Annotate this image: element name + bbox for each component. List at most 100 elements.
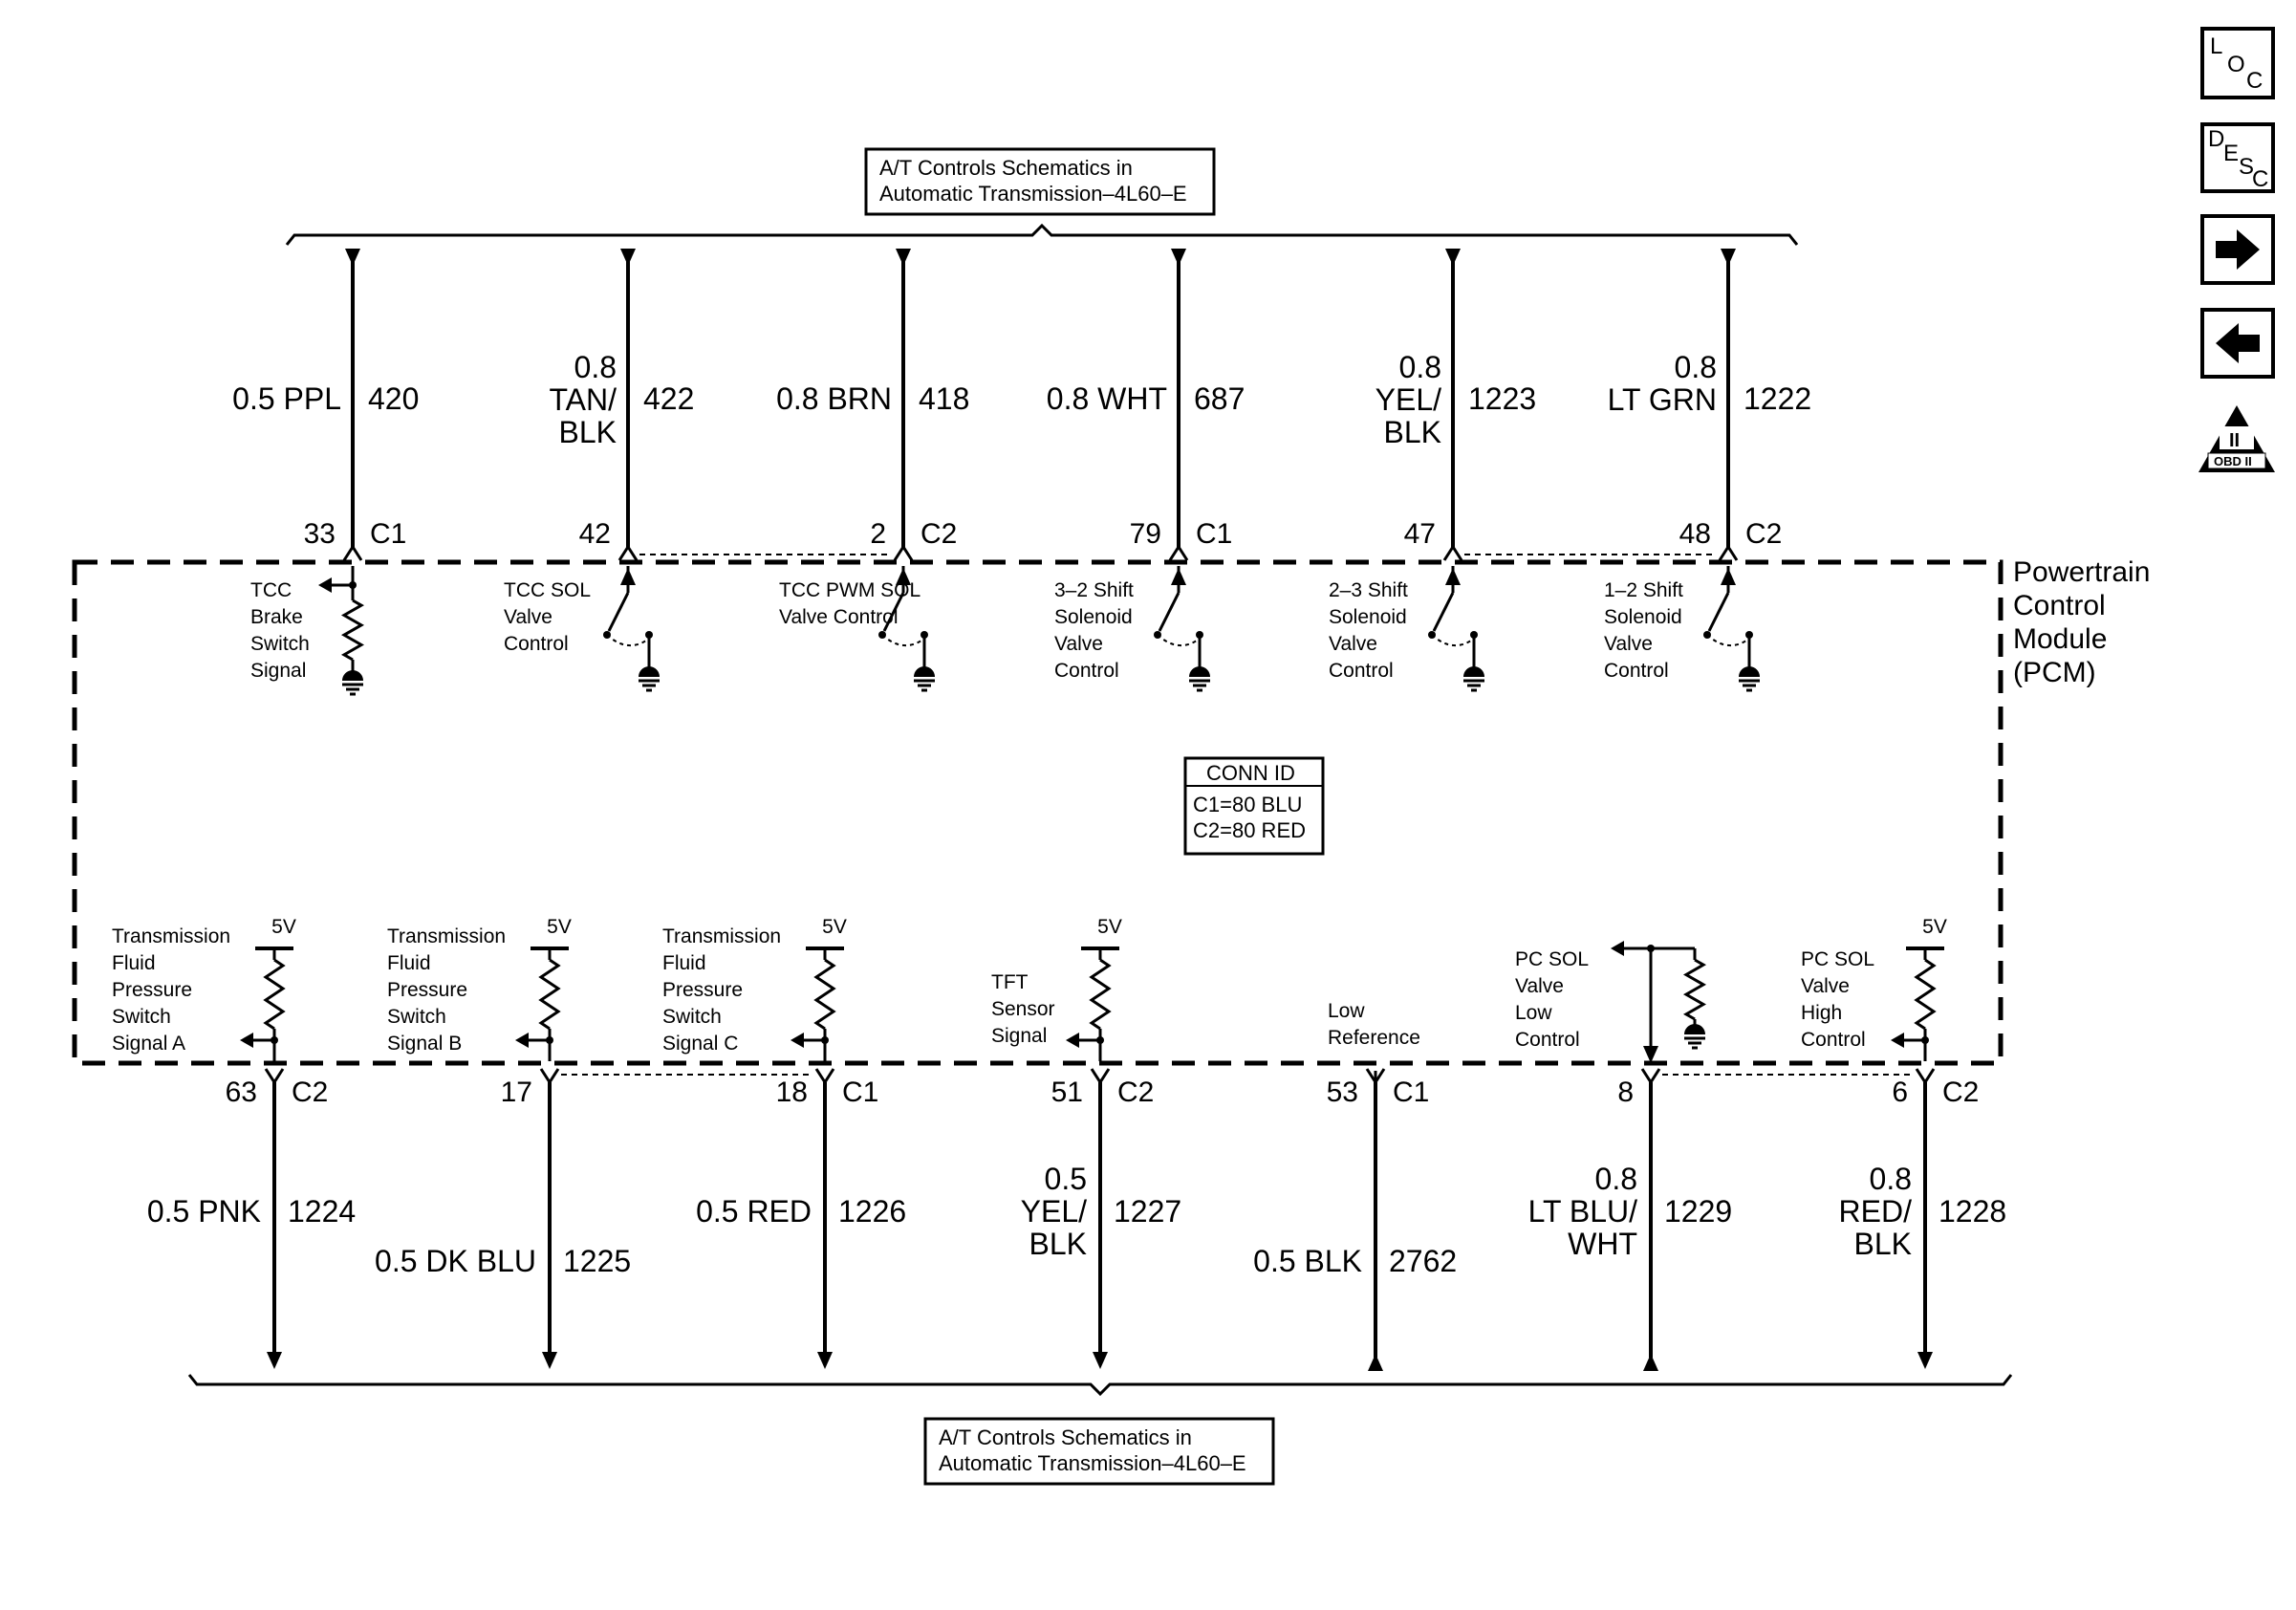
bottom-reference-line-1: A/T Controls Schematics in [939, 1425, 1192, 1449]
top-circuit-420-connector-id: C1 [370, 518, 406, 550]
top-circuit-422-component-label-0: TCC SOL [504, 579, 591, 601]
top-bus-brace [285, 223, 1799, 246]
top-reference-line-1: A/T Controls Schematics in [879, 156, 1133, 180]
top-circuit-1222-wire-color-1: LT GRN [1608, 382, 1717, 417]
top-circuit-420-component-label-0: TCC [250, 579, 292, 601]
bottom-circuit-1225-circuit-number: 1225 [563, 1244, 631, 1278]
bottom-circuit-1226-connector-pin [814, 1068, 835, 1085]
bottom-circuit-1228-wire-color-0: 0.8 [1870, 1162, 1912, 1196]
top-circuit-420-pin-number: 33 [304, 518, 336, 550]
bottom-circuit-1226-component-label-3: Switch [662, 1006, 722, 1028]
top-circuit-687-switch-blade [1158, 592, 1180, 632]
top-circuit-687-component-label-2: Valve [1054, 633, 1103, 655]
bottom-circuit-1224-component-label-4: Signal A [112, 1033, 185, 1055]
bottom-circuit-1229-wire-color-2: WHT [1568, 1227, 1637, 1261]
top-circuit-420-junction [349, 581, 357, 589]
bottom-circuit-1228-component-label-1: Valve [1801, 975, 1850, 997]
bottom-circuit-1227-component-label-2: Signal [991, 1025, 1047, 1047]
top-circuit-418-current-arrow [896, 568, 911, 585]
bottom-circuit-1226-component-label-1: Fluid [662, 952, 706, 974]
conn-id-title: CONN ID [1206, 761, 1295, 785]
top-circuit-687-ground-dome [1189, 666, 1210, 677]
bottom-circuit-1226-component-label-4: Signal C [662, 1033, 738, 1055]
bottom-circuit-2762-connector-id: C1 [1393, 1077, 1429, 1108]
top-schematic-reference-box[interactable]: A/T Controls Schematics in Automatic Tra… [864, 147, 1216, 216]
bottom-circuit-1227-supply-label: 5V [1097, 916, 1122, 938]
bottom-circuit-2762-circuit-number: 2762 [1389, 1244, 1457, 1278]
top-circuit-1223-component-label-0: 2–3 Shift [1329, 579, 1408, 601]
module-label-line-4: (PCM) [2013, 657, 2096, 688]
top-circuit-687-connector-pin [1168, 544, 1189, 561]
bottom-circuit-2762-wire-color-0: 0.5 BLK [1253, 1244, 1362, 1278]
obd-ii-button[interactable]: II OBD II [2199, 405, 2275, 472]
bottom-circuit-1227-wire-color-2: BLK [1029, 1227, 1087, 1261]
bottom-circuit-1224-connector-pin [264, 1068, 285, 1085]
bottom-circuit-1229-signal-arrow [1611, 941, 1624, 956]
bottom-circuit-1226-component-label-2: Pressure [662, 979, 743, 1001]
top-circuit-418-switch-link [881, 634, 925, 646]
top-circuit-418-component-label-1: Valve Control [779, 606, 899, 628]
top-circuit-418-ground-dome [914, 666, 935, 677]
next-button[interactable] [2200, 214, 2275, 285]
bottom-schematic-reference-box[interactable]: A/T Controls Schematics in Automatic Tra… [923, 1417, 1275, 1486]
top-circuit-1223-wire-color-0: 0.8 [1399, 350, 1441, 384]
location-button[interactable]: L O C [2200, 27, 2275, 99]
bottom-circuit-1229-component-label-2: Low [1515, 1002, 1552, 1024]
bottom-circuit-1226-wire-color-0: 0.5 RED [696, 1194, 812, 1229]
bottom-circuit-1229-component-label-1: Valve [1515, 975, 1564, 997]
bottom-circuit-1228-pullup-resistor [1914, 958, 1937, 1031]
bottom-circuit-1226-pin-number: 18 [776, 1077, 808, 1108]
top-circuit-1223-pin-number: 47 [1404, 518, 1436, 550]
bottom-circuit-1228-circuit-number: 1228 [1939, 1194, 2006, 1229]
top-circuit-1222-wire-color-0: 0.8 [1675, 350, 1717, 384]
top-circuit-422-pin-number: 42 [579, 518, 611, 550]
bottom-circuit-1229-circuit-number: 1229 [1664, 1194, 1732, 1229]
bottom-circuit-1228-bottom-arrow [1917, 1352, 1933, 1369]
bottom-circuit-1224-signal-arrow [240, 1033, 253, 1048]
bottom-circuit-1229-bottom-arrow [1643, 1354, 1658, 1371]
description-button[interactable]: D E S C [2200, 122, 2275, 193]
top-circuit-1223-ground-dome [1463, 666, 1484, 677]
top-circuit-418-connector-id: C2 [921, 518, 957, 550]
top-circuit-1223-current-arrow [1445, 568, 1461, 585]
top-circuit-422-component-label-2: Control [504, 633, 569, 655]
bottom-circuit-1227-circuit-number: 1227 [1114, 1194, 1181, 1229]
bottom-circuit-1224-component-label-1: Fluid [112, 952, 156, 974]
bottom-circuit-1228-connector-pin [1915, 1068, 1936, 1085]
top-reference-line-2: Automatic Transmission–4L60–E [879, 182, 1187, 206]
loc-letter-l: L [2210, 33, 2222, 59]
top-circuit-1223-switch-link [1431, 634, 1475, 646]
bottom-circuit-1227-signal-arrow [1066, 1033, 1079, 1048]
bottom-circuit-1225-signal-arrow [515, 1033, 529, 1048]
bottom-circuit-1226-signal-arrow [791, 1033, 804, 1048]
bottom-circuit-1228-component-label-2: High [1801, 1002, 1842, 1024]
top-circuit-420-circuit-number: 420 [368, 381, 419, 416]
bottom-circuit-1228-component-label-3: Control [1801, 1029, 1866, 1051]
bottom-circuit-1228-wire-color-2: BLK [1854, 1227, 1912, 1261]
bottom-circuit-1227-bottom-arrow [1093, 1352, 1108, 1369]
bottom-circuit-1224-supply-label: 5V [271, 916, 296, 938]
bottom-circuit-1227-component-label-0: TFT [991, 971, 1029, 993]
top-circuit-422-component-label-1: Valve [504, 606, 552, 628]
bottom-reference-line-2: Automatic Transmission–4L60–E [939, 1451, 1246, 1475]
top-circuit-1223-circuit-number: 1223 [1468, 381, 1536, 416]
top-circuit-1222-switch-blade [1707, 592, 1730, 632]
bottom-circuit-1224-component-label-3: Switch [112, 1006, 171, 1028]
top-circuit-420-signal-arrow [318, 577, 332, 593]
top-circuit-687-pin-number: 79 [1130, 518, 1161, 550]
bottom-circuit-1227-wire-color-1: YEL/ [1021, 1194, 1087, 1229]
bottom-circuit-1229-current-arrow [1643, 1046, 1658, 1063]
top-circuit-418-connector-pin [893, 544, 914, 561]
previous-button[interactable] [2200, 308, 2275, 379]
bottom-circuit-1227-component-label-1: Sensor [991, 998, 1055, 1020]
bottom-circuit-1229-pulldown-resistor [1682, 958, 1707, 1021]
top-circuit-1222-component-label-3: Control [1604, 660, 1669, 682]
top-circuit-1222-pin-number: 48 [1679, 518, 1711, 550]
bottom-circuit-1228-connector-id: C2 [1942, 1077, 1979, 1108]
bottom-circuit-1226-circuit-number: 1226 [838, 1194, 906, 1229]
bottom-circuit-1225-wire-color-0: 0.5 DK BLU [375, 1244, 536, 1278]
bottom-circuit-1226-pullup-resistor [813, 958, 836, 1031]
arrow-right-icon [2216, 229, 2260, 270]
bottom-circuit-1225-pullup-resistor [538, 958, 561, 1031]
